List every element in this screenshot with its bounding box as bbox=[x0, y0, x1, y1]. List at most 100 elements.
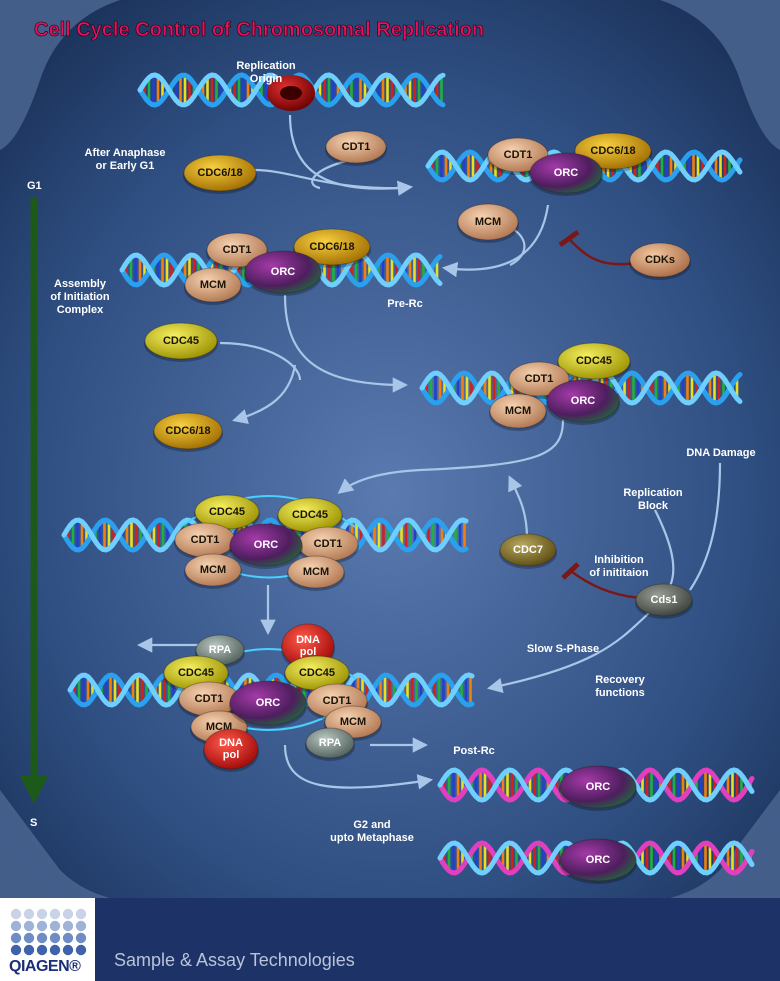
label-pre-rc: Pre-Rc bbox=[387, 298, 422, 310]
protein-mcm-free-label: MCM bbox=[475, 216, 501, 228]
protein-orc-b-label: ORC bbox=[271, 266, 296, 278]
arrow-to-pre-rc bbox=[441, 204, 550, 278]
frame-corner-top-left bbox=[0, 0, 120, 150]
footer-tagline: Sample & Assay Technologies bbox=[114, 950, 355, 970]
arrow-cdc45-join bbox=[219, 341, 302, 381]
arrow-dna-damage bbox=[689, 462, 722, 591]
protein-cdt1-e1-label: CDT1 bbox=[195, 693, 224, 705]
protein-orc-g2: ORC bbox=[559, 838, 637, 884]
protein-cdt1-a: CDT1 bbox=[487, 137, 549, 175]
protein-cdc45-e2-label: CDC45 bbox=[299, 667, 335, 679]
protein-orc-e-label: ORC bbox=[256, 697, 281, 709]
arrow-replication-block bbox=[654, 509, 675, 591]
label-post-rc: Post-Rc bbox=[453, 745, 495, 757]
protein-cdc45-d1-label: CDC45 bbox=[209, 506, 245, 518]
protein-cdc6-b-label: CDC6/18 bbox=[309, 241, 354, 253]
protein-orc-post-rc-label: ORC bbox=[586, 781, 611, 793]
protein-orc-g2-label: ORC bbox=[586, 854, 611, 866]
protein-mcm-d2: MCM bbox=[287, 555, 345, 591]
protein-cdc7-label: CDC7 bbox=[513, 544, 543, 556]
protein-cdt1-d2-label: CDT1 bbox=[314, 538, 343, 550]
protein-cdc45-free: CDC45 bbox=[144, 322, 218, 362]
arrow-to-bidirectional-complex bbox=[337, 419, 565, 494]
frame-corner-bottom-right bbox=[670, 790, 780, 898]
footer-band: Sample & Assay Technologies bbox=[95, 898, 780, 981]
frame-corner-bottom-left bbox=[0, 790, 110, 898]
protein-mcm-d1: MCM bbox=[184, 553, 242, 589]
arrows bbox=[136, 114, 722, 790]
protein-cdc6-a-label: CDC6/18 bbox=[590, 145, 635, 157]
protein-mcm-b-label: MCM bbox=[200, 279, 226, 291]
protein-cdc45-e2: CDC45 bbox=[284, 655, 350, 693]
protein-cdc45-d2: CDC45 bbox=[277, 497, 343, 535]
protein-orc-d-label: ORC bbox=[254, 539, 279, 551]
protein-cdc7: CDC7 bbox=[499, 533, 557, 569]
protein-orc-post-rc: ORC bbox=[559, 765, 637, 811]
qiagen-logo-icon bbox=[10, 908, 87, 956]
protein-cdc45-d2-label: CDC45 bbox=[292, 509, 328, 521]
protein-orc-c: ORC bbox=[546, 379, 620, 425]
protein-cdt1-free-label: CDT1 bbox=[342, 141, 371, 153]
protein-cdt1-d1: CDT1 bbox=[174, 522, 236, 560]
protein-cdt1-e2-label: CDT1 bbox=[323, 695, 352, 707]
g1-label: G1 bbox=[27, 180, 42, 192]
protein-rpa-1-label: RPA bbox=[209, 644, 231, 656]
cds1-inhibition-bar bbox=[561, 562, 580, 580]
s-label: S bbox=[30, 817, 37, 829]
protein-cdc6-released-label: CDC6/18 bbox=[165, 425, 210, 437]
protein-orc-c-label: ORC bbox=[571, 395, 596, 407]
protein-mcm-b: MCM bbox=[184, 267, 242, 305]
protein-cdks-label: CDKs bbox=[645, 254, 675, 266]
protein-cdks: CDKs bbox=[629, 242, 691, 280]
cdks-inhibition-bar bbox=[558, 229, 580, 248]
cdks-inhibition-line bbox=[569, 239, 641, 266]
protein-cdc45-c: CDC45 bbox=[557, 342, 631, 382]
protein-mcm-free: MCM bbox=[457, 203, 519, 243]
qiagen-logo-text: QIAGEN® bbox=[9, 958, 81, 975]
protein-cdt1-a-label: CDT1 bbox=[504, 149, 533, 161]
cds1-inhibition-line bbox=[571, 570, 641, 600]
protein-mcm-d1-label: MCM bbox=[200, 564, 226, 576]
protein-cdc45-free-label: CDC45 bbox=[163, 335, 199, 347]
arrow-recovery bbox=[486, 611, 651, 694]
protein-cds1: Cds1 bbox=[635, 583, 693, 619]
protein-cdt1-e1: CDT1 bbox=[178, 681, 240, 719]
protein-orc-a-label: ORC bbox=[554, 167, 579, 179]
protein-orc-a: ORC bbox=[529, 152, 603, 196]
protein-orc-b: ORC bbox=[244, 250, 322, 296]
protein-orc-d: ORC bbox=[229, 523, 303, 569]
protein-rpa-2: RPA bbox=[305, 727, 355, 761]
frame-corner-top-right bbox=[660, 0, 780, 150]
arrow-cdc6-join bbox=[254, 168, 401, 190]
background bbox=[0, 0, 780, 898]
arrow-cdc7-activation bbox=[508, 475, 529, 539]
arrow-cdt1-join bbox=[311, 158, 351, 190]
arrow-to-post-rc bbox=[283, 744, 434, 790]
protein-cdc45-c-label: CDC45 bbox=[576, 355, 612, 367]
protein-orc-e: ORC bbox=[229, 680, 307, 728]
label-dna-damage: DNA Damage bbox=[686, 447, 755, 459]
protein-mcm-c: MCM bbox=[489, 393, 547, 431]
protein-cdc6-released: CDC6/18 bbox=[153, 412, 223, 452]
protein-cdc45-e1: CDC45 bbox=[163, 655, 229, 693]
footer: QIAGEN® Sample & Assay Technologies bbox=[0, 898, 780, 981]
protein-mcm-c-label: MCM bbox=[505, 405, 531, 417]
protein-rpa-2-label: RPA bbox=[319, 737, 341, 749]
protein-cdt1-free: CDT1 bbox=[325, 130, 387, 166]
protein-cds1-label: Cds1 bbox=[651, 594, 678, 606]
protein-cdt1-c-label: CDT1 bbox=[525, 373, 554, 385]
protein-cdc45-e1-label: CDC45 bbox=[178, 667, 214, 679]
protein-mcm-e2-label: MCM bbox=[340, 716, 366, 728]
